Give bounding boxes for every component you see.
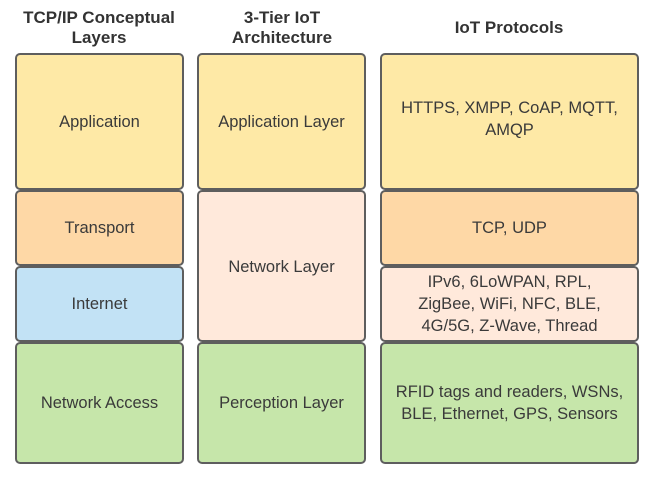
protocols-network-access-label: RFID tags and readers, WSNs, BLE, Ethern…	[395, 383, 624, 423]
header-iot-architecture: 3-Tier IoT Architecture	[210, 6, 354, 50]
protocols-application-label: HTTPS, XMPP, CoAP, MQTT, AMQP	[401, 99, 618, 139]
header-tcpip-text: TCP/IP Conceptual Layers	[23, 8, 175, 47]
protocols-transport-label: TCP, UDP	[472, 219, 547, 237]
protocols-internet-box: IPv6, 6LoWPAN, RPL, ZigBee, WiFi, NFC, B…	[380, 266, 639, 342]
iot-network-layer-label: Network Layer	[228, 258, 335, 276]
iot-network-layer-box: Network Layer	[197, 190, 366, 342]
header-iot-protocols: IoT Protocols	[380, 6, 638, 50]
protocols-transport-box: TCP, UDP	[380, 190, 639, 266]
tcpip-transport-box: Transport	[15, 190, 184, 266]
header-tcpip-layers: TCP/IP Conceptual Layers	[4, 6, 194, 50]
header-protocols-text: IoT Protocols	[454, 18, 564, 37]
protocols-network-access-box: RFID tags and readers, WSNs, BLE, Ethern…	[380, 342, 639, 464]
tcpip-network-access-label: Network Access	[40, 394, 159, 412]
iot-application-layer-label: Application Layer	[218, 112, 345, 131]
iot-perception-layer-box: Perception Layer	[197, 342, 366, 464]
iot-application-layer-box: Application Layer	[197, 53, 366, 190]
iot-perception-layer-label: Perception Layer	[219, 394, 344, 412]
tcpip-application-label: Application	[59, 112, 140, 131]
tcpip-transport-label: Transport	[64, 219, 135, 237]
tcpip-internet-label: Internet	[71, 295, 128, 313]
protocols-internet-label: IPv6, 6LoWPAN, RPL, ZigBee, WiFi, NFC, B…	[418, 273, 601, 335]
protocols-application-box: HTTPS, XMPP, CoAP, MQTT, AMQP	[380, 53, 639, 190]
tcpip-network-access-box: Network Access	[15, 342, 184, 464]
header-iot-arch-text: 3-Tier IoT Architecture	[231, 8, 333, 47]
tcpip-application-box: Application	[15, 53, 184, 190]
tcpip-internet-box: Internet	[15, 266, 184, 342]
